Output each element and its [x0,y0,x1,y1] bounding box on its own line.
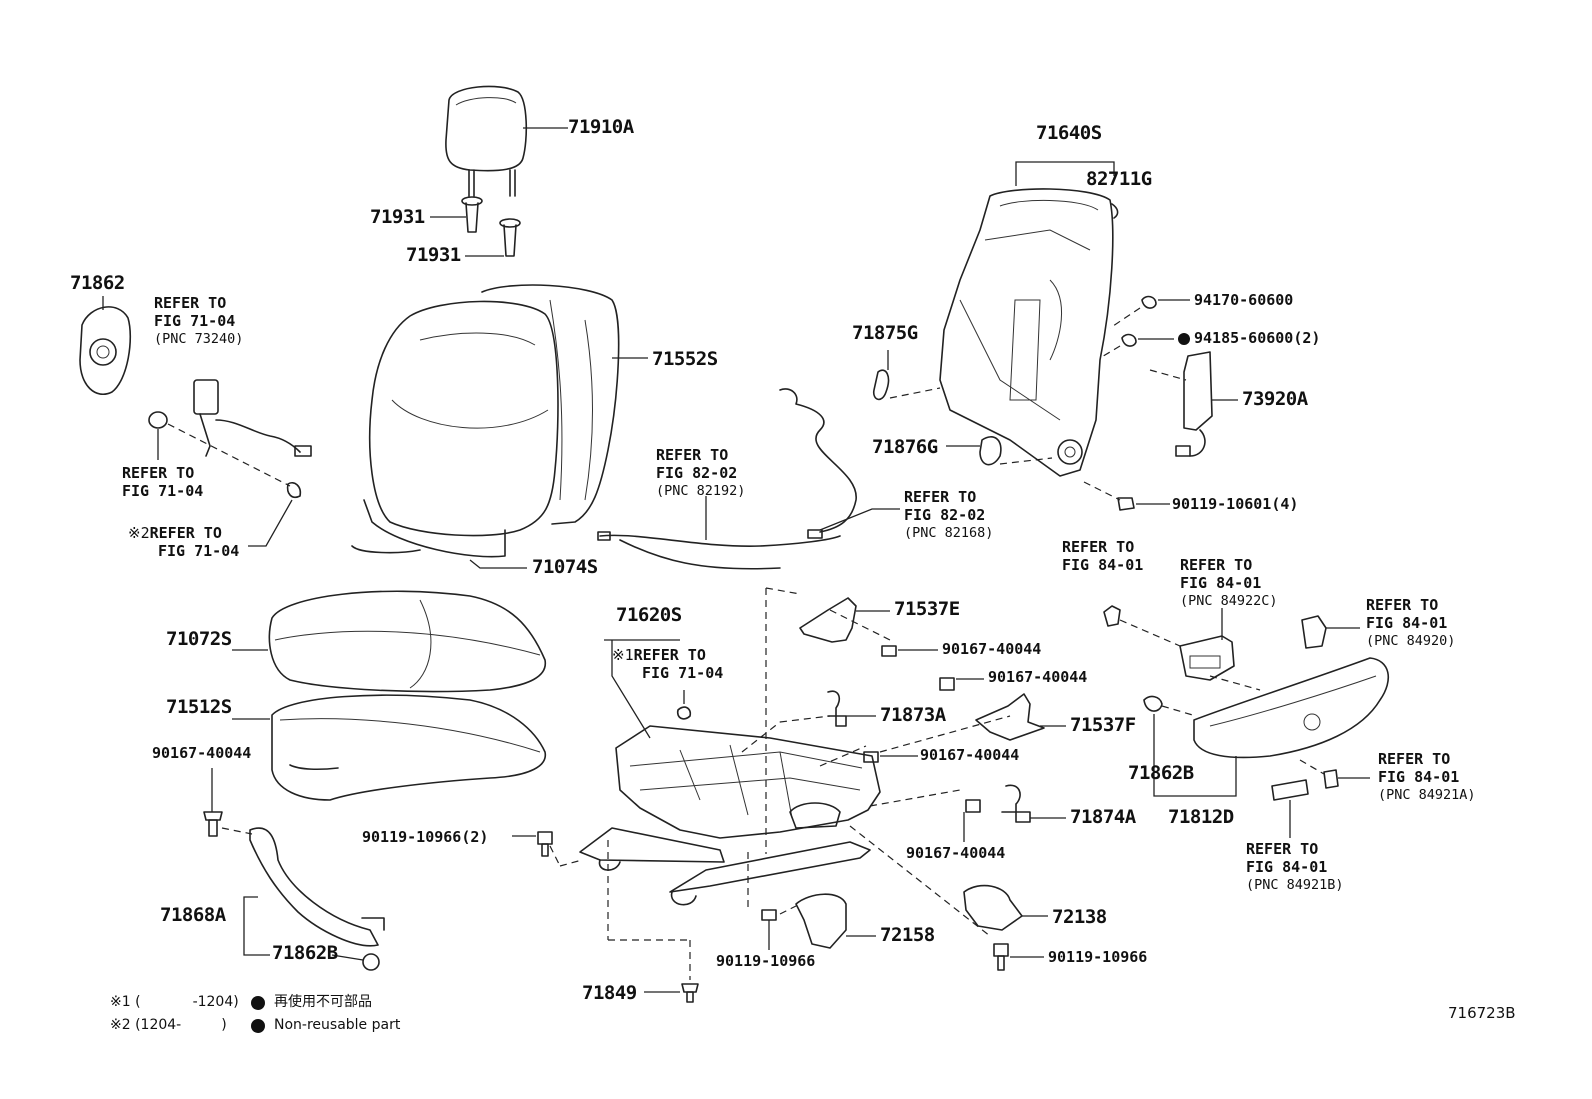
ref-adjuster: ※1REFER TO FIG 71-04 [612,646,724,682]
label-hook-71874A: 71874A [1070,806,1136,828]
label-cover-72138: 72138 [1052,906,1107,928]
label-bolt-90119-f: 90119-10966 [1048,948,1148,966]
label-seat-adjuster: 71620S [616,604,682,626]
label-hook-71873A: 71873A [880,704,946,726]
label-headrest: 71910A [568,116,634,138]
headrest-drawing [445,85,568,197]
cover-72138-drawing [963,884,1048,971]
ref-belt-clip: ※2REFER TO FIG 71-04 [128,524,240,560]
non-reusable-dot-icon [251,996,265,1010]
frame-side-parts-drawing [872,295,1238,511]
label-bolt-90119-4: 90119-10601(4) [1172,495,1299,513]
label-clip-left: 71862B [272,942,338,964]
seat-adjuster-drawing [579,639,881,906]
legend-english: Non-reusable part [274,1017,401,1033]
figure-id: 716723B [1448,1004,1516,1022]
label-pad-71876G: 71876G [872,436,938,458]
label-screw-left: 90167-40044 [152,744,252,762]
seat-frame-drawing [939,161,1119,477]
non-reusable-dot-icon [251,1019,265,1033]
label-pad-71875G: 71875G [852,322,918,344]
adjuster-dashed-lines [549,587,1011,980]
label-bolt-90119-2: 90119-10966(2) [362,828,489,846]
right-shield-drawing [1103,605,1389,838]
label-headrest-support-2: 71931 [406,244,461,266]
label-clip-82711G: 82711G [1086,168,1152,190]
label-headrest-support-1: 71931 [370,206,425,228]
label-cover-71537E: 71537E [894,598,960,620]
footnote-1: ※1 (-1204) [110,994,239,1010]
hook-71874A-drawing [963,784,1066,842]
label-cushion-pad: 71512S [166,696,232,718]
wire-harness-drawing [597,388,900,570]
cover-71537F-drawing [975,693,1066,741]
label-cover-72158: 72158 [880,924,935,946]
seatbelt-buckle-drawing [148,379,312,547]
trim-cap-drawing [79,296,132,395]
label-cover-71537F: 71537F [1070,714,1136,736]
cover-71537E-drawing [799,597,938,657]
label-airbag: 73920A [1242,388,1308,410]
label-shield-right: 71812D [1168,806,1234,828]
label-bolt-c: 90167-40044 [920,746,1020,764]
hook-71873A-drawing [827,677,984,763]
label-bolt-b: 90167-40044 [988,668,1088,686]
label-bolt-71849: 71849 [582,982,637,1004]
label-clip-right: 71862B [1128,762,1194,784]
legend-japanese: 再使用不可部品 [274,994,372,1010]
label-bolt-d: 90167-40044 [906,844,1006,862]
label-bolt-90119-e: 90119-10966 [716,952,816,970]
label-bolt-a: 90167-40044 [942,640,1042,658]
label-trim-cap: 71862 [70,272,125,294]
seatback-drawing [351,284,648,569]
label-frame: 71640S [1036,122,1102,144]
label-back-cover: 71552S [652,348,718,370]
bolt-71849-drawing [644,983,699,1003]
cushion-cover-drawing [232,590,547,693]
cover-72158-drawing [761,893,876,950]
cushion-pad-drawing [232,694,547,801]
footnote-2: ※2 (1204-) [110,1017,227,1033]
headrest-supports-drawing [430,196,521,257]
label-nut-94185: 94185-60600(2) [1194,329,1321,347]
left-shield-drawing [203,768,385,971]
label-back-pad: 71074S [532,556,598,578]
label-nut-94170: 94170-60600 [1194,291,1294,309]
label-cushion-cover: 71072S [166,628,232,650]
label-shield-cover: 71868A [160,904,226,926]
bolt-90119-2-drawing [512,831,553,857]
